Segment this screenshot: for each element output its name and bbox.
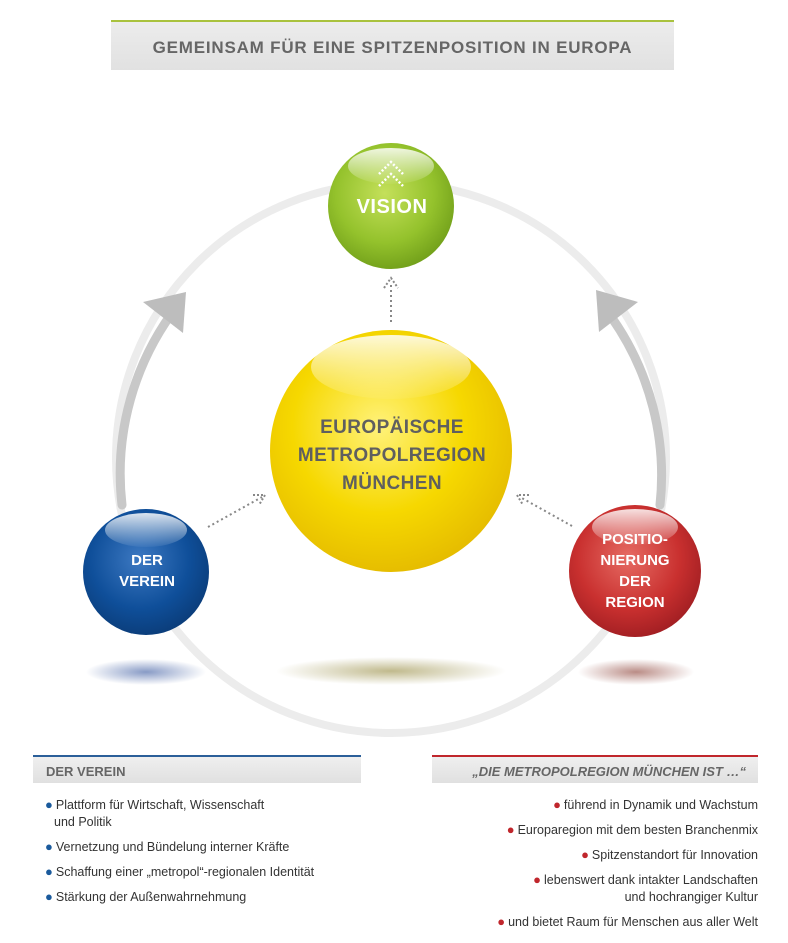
vision-label: VISION (356, 196, 428, 218)
list-item: ●Schaffung einer „metropol“-regionalen I… (45, 863, 345, 881)
region-label-line: NIERUNG (600, 552, 670, 569)
list-item: ●Europaregion mit dem besten Branchenmix (428, 821, 758, 839)
title-banner: GEMEINSAM FÜR EINE SPITZENPOSITION IN EU… (111, 20, 674, 70)
bullet-icon: ● (45, 864, 53, 879)
list-item: ●und bietet Raum für Menschen aus aller … (428, 913, 758, 931)
list-item-text: und hochrangiger Kultur (624, 890, 758, 904)
region-label-line: DER (619, 573, 651, 590)
verein-sphere (83, 509, 209, 635)
right-arrow-head (596, 290, 638, 332)
list-item-text: Schaffung einer „metropol“-regionalen Id… (55, 865, 315, 879)
verein-label-line: VEREIN (119, 573, 175, 590)
verein-label-line: DER (131, 552, 163, 569)
region-section-header: „DIE METROPOLREGION MÜNCHEN IST …“ (432, 755, 758, 783)
region-section-title: „DIE METROPOLREGION MÜNCHEN IST …“ (472, 764, 746, 779)
list-item: ●Vernetzung und Bündelung interner Kräft… (45, 838, 345, 856)
page-title: GEMEINSAM FÜR EINE SPITZENPOSITION IN EU… (152, 38, 633, 57)
bullet-icon: ● (581, 847, 589, 862)
bullet-icon: ● (497, 914, 506, 929)
verein-section-header: DER VEREIN (33, 755, 361, 783)
center-label-line: MÜNCHEN (342, 473, 442, 494)
list-item-text: Europaregion mit dem besten Branchenmix (517, 823, 758, 837)
verein-section-title: DER VEREIN (46, 764, 126, 779)
diagram-graphic (83, 143, 701, 737)
list-item-text: Plattform für Wirtschaft, Wissenschaft (55, 798, 265, 812)
dotted-arrow-right (515, 494, 573, 527)
region-sphere (569, 505, 701, 637)
list-item: ●Plattform für Wirtschaft, Wissenschaft … (45, 796, 345, 831)
region-shadow (578, 659, 694, 685)
region-label-line: REGION (605, 594, 665, 611)
verein-list: ●Plattform für Wirtschaft, Wissenschaft … (45, 796, 345, 913)
bullet-icon: ● (506, 822, 515, 837)
region-list: ●führend in Dynamik und Wachstum ●Europa… (428, 796, 758, 938)
dotted-arrow-up (383, 276, 399, 322)
bullet-icon: ● (45, 889, 53, 904)
verein-shadow (86, 659, 206, 685)
verein-label: DER VEREIN (84, 550, 210, 592)
double-chevron-up-icon (378, 160, 404, 187)
list-item: ●lebenswert dank intakter Landschaften u… (428, 871, 758, 906)
vision-sphere (328, 143, 454, 269)
list-item-text: und Politik (54, 815, 112, 829)
list-item: ●führend in Dynamik und Wachstum (428, 796, 758, 814)
list-item-text: Stärkung der Außenwahrnehmung (55, 890, 247, 904)
bullet-icon: ● (533, 872, 541, 887)
center-label-line: METROPOLREGION (297, 445, 487, 466)
region-label: POSITIO- NIERUNG DER REGION (569, 529, 701, 613)
region-label-line: POSITIO- (602, 531, 668, 548)
center-sphere (270, 330, 512, 572)
left-arrow-head (143, 292, 186, 333)
list-item-text: führend in Dynamik und Wachstum (563, 798, 758, 812)
bullet-icon: ● (553, 797, 561, 812)
bullet-icon: ● (45, 797, 53, 812)
list-item: ●Stärkung der Außenwahrnehmung (45, 888, 345, 906)
center-label: EUROPÄISCHE METROPOLREGION MÜNCHEN (270, 414, 514, 498)
list-item-text: Vernetzung und Bündelung interner Kräfte (55, 840, 290, 854)
list-item: ●Spitzenstandort für Innovation (428, 846, 758, 864)
list-item-text: und bietet Raum für Menschen aus aller W… (508, 915, 758, 929)
list-item-text: Spitzenstandort für Innovation (591, 848, 758, 862)
list-item-text: lebenswert dank intakter Landschaften (543, 873, 758, 887)
center-shadow (276, 657, 506, 685)
bullet-icon: ● (45, 839, 53, 854)
center-label-line: EUROPÄISCHE (320, 417, 464, 438)
dotted-arrow-left (207, 494, 267, 528)
